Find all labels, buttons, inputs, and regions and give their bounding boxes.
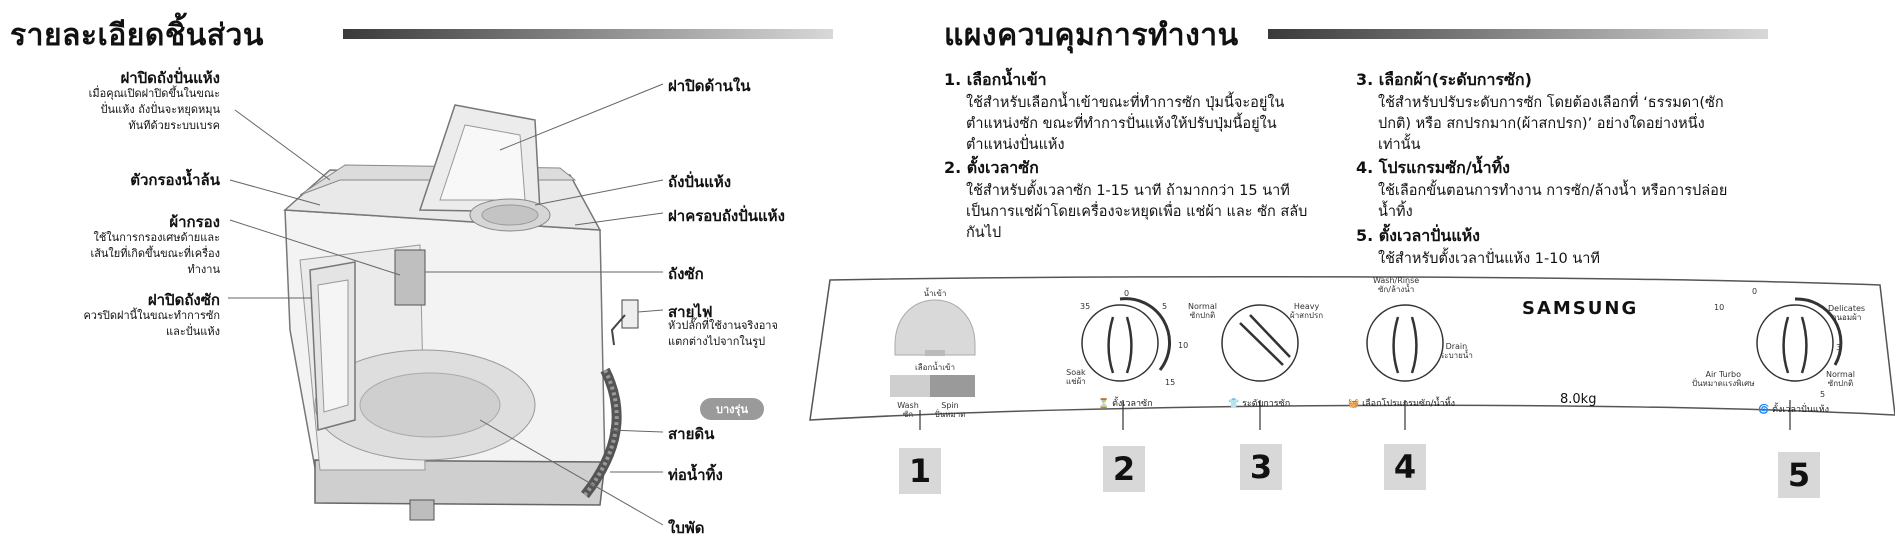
item-1-title: 1. เลือกน้ำเข้า bbox=[944, 70, 1047, 89]
water-in-label: น้ำเข้า bbox=[923, 289, 947, 298]
timer-5-label: 5 bbox=[1162, 302, 1168, 311]
level-caption: 👕 ระดับการซัก bbox=[1228, 399, 1291, 409]
item-3: 3. เลือกผ้า(ระดับการซัก) ใช้สำหรับปรับระ… bbox=[1356, 68, 1736, 156]
capacity-label: 8.0kg bbox=[1560, 392, 1597, 407]
spin-lid-label: ฝาปิดถังปั่นแห้ง bbox=[120, 69, 220, 87]
program-caption: 🧺 เลือกโปรแกรมซัก/น้ำทิ้ง bbox=[1348, 399, 1456, 409]
spin-cover-label: ฝาครอบถังปั่นแห้ง bbox=[668, 207, 785, 225]
heading-rule-2 bbox=[1268, 29, 1768, 39]
power-cord-desc: หัวปลั๊กที่ใช้งานจริงอาจแตกต่างไปจากในรู… bbox=[668, 319, 778, 348]
callout-4: 4 bbox=[1384, 444, 1426, 490]
spin-3-label: 3 bbox=[1836, 343, 1842, 352]
timer-35-label: 35 bbox=[1080, 302, 1091, 311]
ground-wire-label: สายดิน bbox=[668, 425, 715, 443]
callout-1: 1 bbox=[899, 448, 941, 494]
timer-0-label: 0 bbox=[1124, 289, 1130, 298]
heading-rule bbox=[343, 29, 833, 39]
spin-timer-caption: 🌀 ตั้งเวลาปั่นแห้ง bbox=[1758, 405, 1830, 415]
item-1-body: ใช้สำหรับเลือกน้ำเข้าขณะที่ทำการซัก ปุ่ม… bbox=[966, 95, 1285, 153]
timer-10-label: 10 bbox=[1178, 341, 1189, 350]
pulsator-label: ใบพัด bbox=[668, 519, 705, 537]
item-2-body: ใช้สำหรับตั้งเวลาซัก 1-15 นาที ถ้ามากกว่… bbox=[966, 183, 1308, 241]
parts-heading: รายละเอียดชิ้นส่วน bbox=[10, 18, 264, 53]
item-4-title: 4. โปรแกรมซัก/น้ำทิ้ง bbox=[1356, 158, 1510, 177]
spin-lid-desc: เมื่อคุณเปิดฝาปิดขึ้นในขณะปั่นแห้ง ถังปั… bbox=[88, 87, 220, 132]
inner-lid-label: ฝาปิดด้านใน bbox=[668, 77, 751, 95]
spin-10-label: 10 bbox=[1714, 303, 1725, 312]
spin-0-label: 0 bbox=[1752, 287, 1758, 296]
wash-timer-caption: ⏳ ตั้งเวลาซัก bbox=[1098, 399, 1153, 409]
item-5: 5. ตั้งเวลาปั่นแห้ง ใช้สำหรับตั้งเวลาปั่… bbox=[1356, 224, 1736, 270]
callout-3: 3 bbox=[1240, 444, 1282, 490]
wash-lid-label: ฝาปิดถังซัก bbox=[147, 291, 220, 309]
item-4-body: ใช้เลือกขั้นตอนการทำงาน การซัก/ล้างน้ำ ห… bbox=[1378, 183, 1728, 220]
control-panel-strip bbox=[809, 275, 1895, 430]
water-select-label: เลือกน้ำเข้า bbox=[915, 363, 955, 372]
item-5-title: 5. ตั้งเวลาปั่นแห้ง bbox=[1356, 226, 1480, 245]
model-badge: บางรุ่น bbox=[700, 398, 764, 420]
spin-tub-label: ถังปั่นแห้ง bbox=[668, 173, 732, 191]
brand-logo: SAMSUNG bbox=[1522, 298, 1639, 319]
item-2-title: 2. ตั้งเวลาซัก bbox=[944, 158, 1039, 177]
item-3-title: 3. เลือกผ้า(ระดับการซัก) bbox=[1356, 70, 1532, 89]
wash-tub-label: ถังซัก bbox=[668, 265, 704, 283]
item-1: 1. เลือกน้ำเข้า ใช้สำหรับเลือกน้ำเข้าขณะ… bbox=[944, 68, 1314, 156]
lint-filter-desc: ใช้ในการกรองเศษด้ายและเส้นใยที่เกิดขึ้นข… bbox=[90, 231, 220, 276]
spin-5-label: 5 bbox=[1820, 390, 1826, 399]
control-panel-heading: แผงควบคุมการทำงาน bbox=[944, 18, 1239, 53]
item-4: 4. โปรแกรมซัก/น้ำทิ้ง ใช้เลือกขั้นตอนการ… bbox=[1356, 156, 1736, 223]
overflow-filter-label: ตัวกรองน้ำล้น bbox=[130, 171, 220, 189]
lint-filter-label: ผ้ากรอง bbox=[169, 213, 220, 231]
item-3-body: ใช้สำหรับปรับระดับการซัก โดยต้องเลือกที่… bbox=[1378, 95, 1724, 153]
washing-machine-illustration bbox=[228, 83, 664, 526]
item-2: 2. ตั้งเวลาซัก ใช้สำหรับตั้งเวลาซัก 1-15… bbox=[944, 156, 1314, 244]
power-cord-label: สายไฟ bbox=[668, 303, 713, 321]
timer-15-label: 15 bbox=[1165, 378, 1176, 387]
wash-lid-desc: ควรปิดฝานี้ในขณะทำการซักและปั่นแห้ง bbox=[83, 309, 220, 338]
drain-hose-label: ท่อน้ำทิ้ง bbox=[668, 466, 723, 484]
callout-2: 2 bbox=[1103, 446, 1145, 492]
item-5-body: ใช้สำหรับตั้งเวลาปั่นแห้ง 1-10 นาที bbox=[1378, 251, 1600, 267]
callout-5: 5 bbox=[1778, 452, 1820, 498]
